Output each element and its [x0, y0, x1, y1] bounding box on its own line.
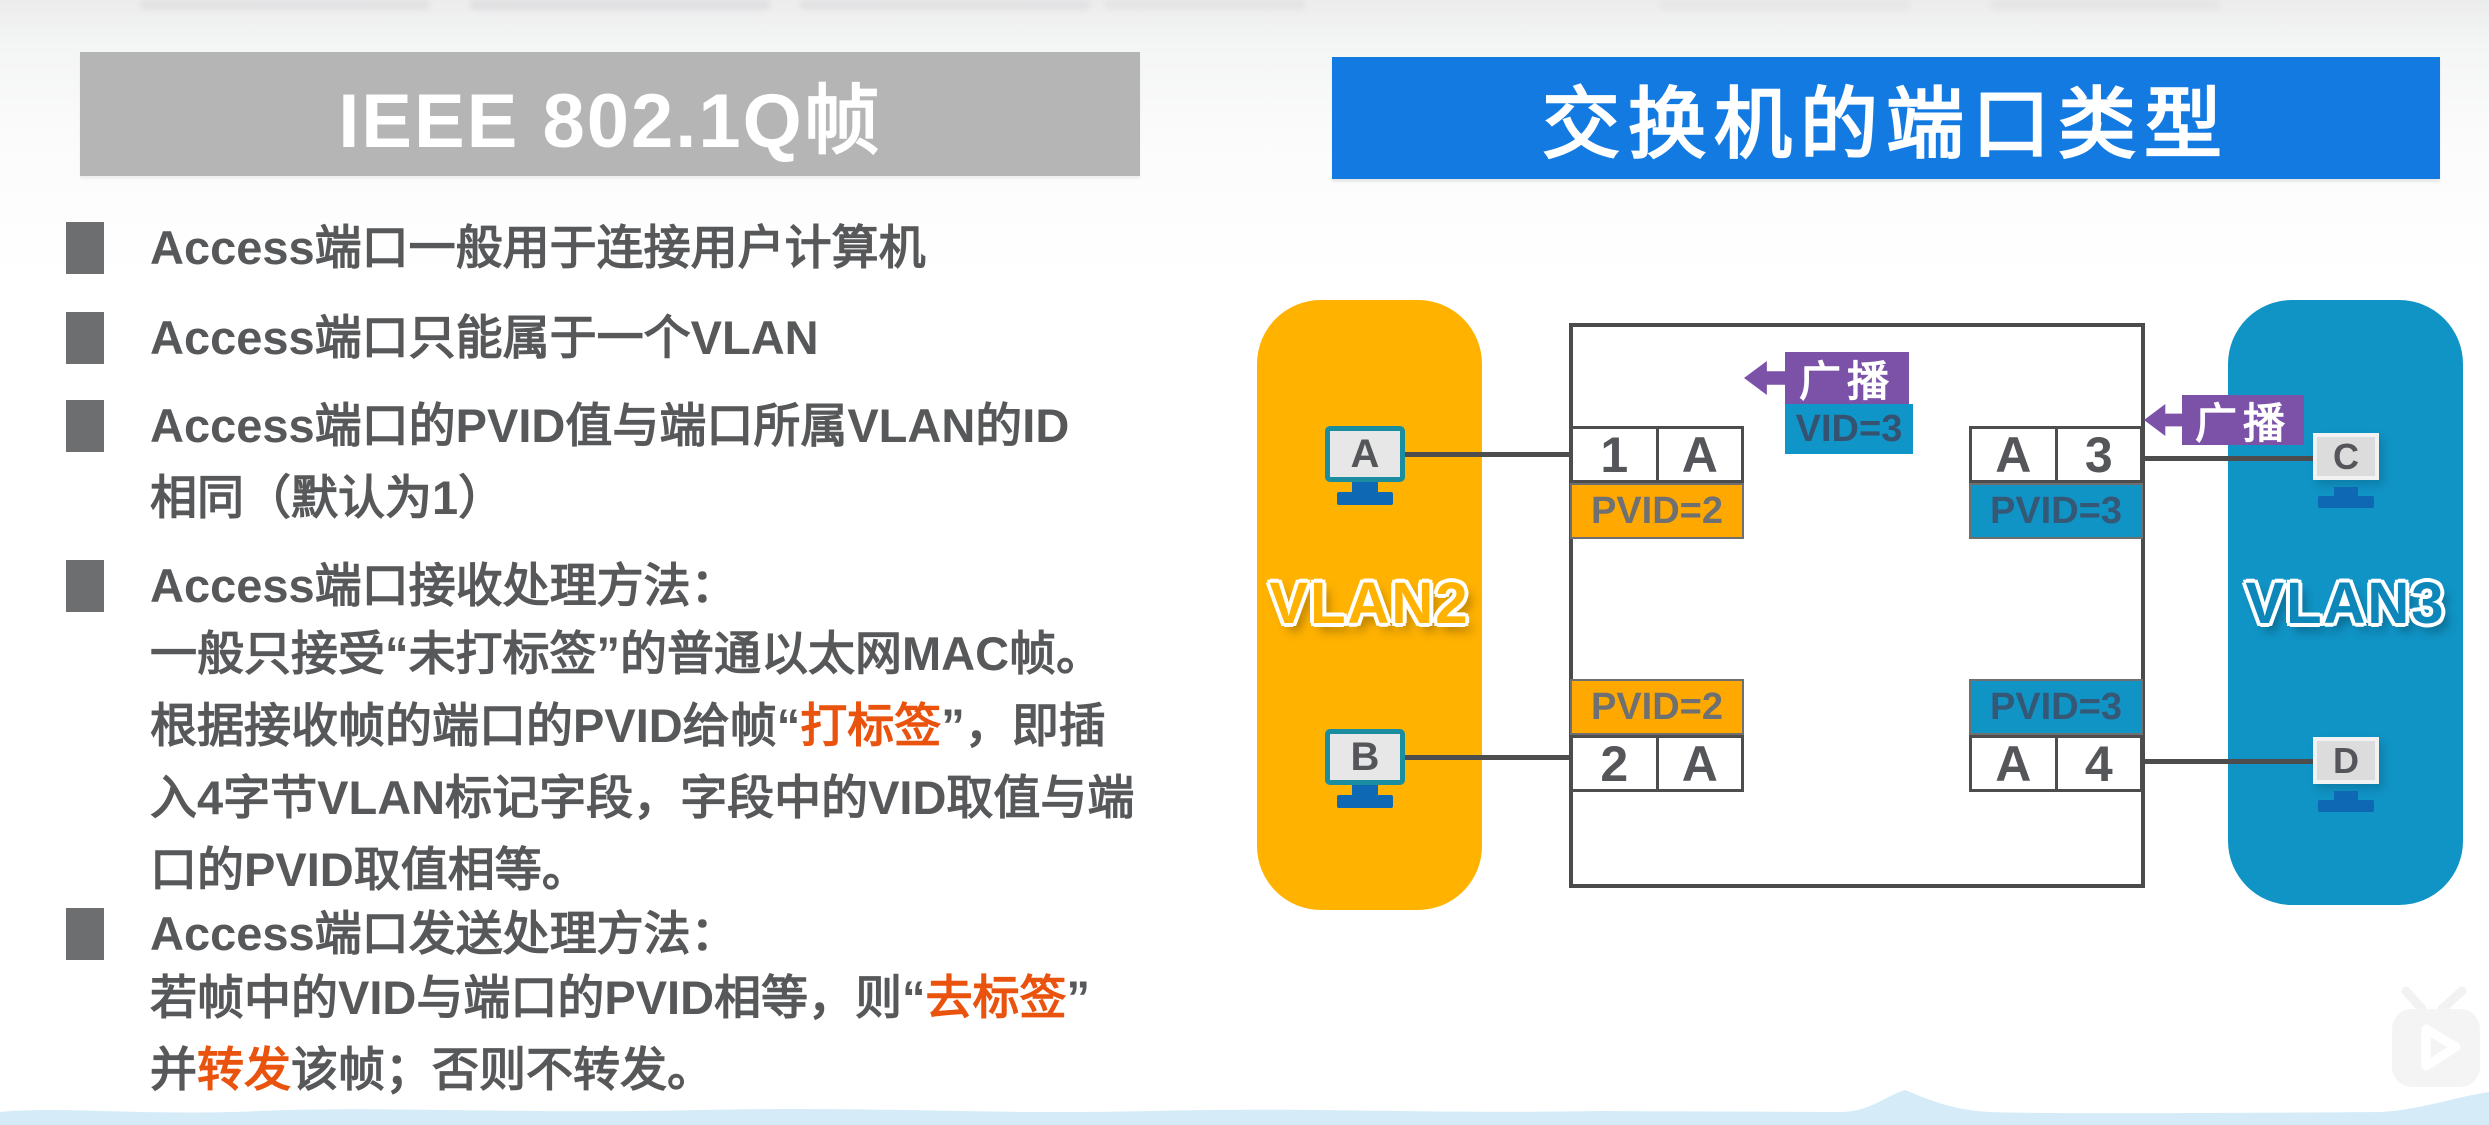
host-d-stand-base: [2318, 800, 2374, 812]
bullet-marker: [66, 222, 104, 274]
bullet-item: Access端口接收处理方法：: [150, 559, 738, 612]
port3-cells: A 3: [1969, 426, 2143, 483]
host-b-stand: [1352, 785, 1378, 795]
text-segment: 该帧；否则不转发。: [291, 1043, 714, 1096]
highlight-text: 打标签: [800, 699, 942, 752]
port4-mode: A: [1995, 735, 2032, 792]
vlan3-label: VLAN3: [2245, 571, 2446, 636]
bullet-marker: [66, 908, 104, 960]
vlan2-zone: [1257, 300, 1482, 910]
wire-host-d: [2143, 759, 2317, 764]
bullet-marker: [66, 560, 104, 612]
port2-mode: A: [1655, 736, 1742, 792]
paragraph-line: 根据接收帧的端口的PVID给帧“打标签”，即插: [150, 696, 1106, 756]
left-title: IEEE 802.1Q帧: [338, 79, 882, 164]
host-a-stand: [1352, 482, 1378, 492]
wire-host-c: [2143, 456, 2317, 461]
broadcast-left-arrow-icon: [2144, 404, 2185, 436]
vlan2-label: VLAN2: [1269, 571, 1470, 636]
highlight-text: 去标签: [925, 971, 1067, 1024]
bullet-marker: [66, 312, 104, 364]
port3-mode: A: [1995, 426, 2032, 483]
bullet-item: Access端口只能属于一个VLAN: [150, 311, 819, 364]
bullet-item-continued: 相同（默认为1）: [150, 471, 506, 524]
host-c-monitor-icon: C: [2313, 433, 2379, 480]
host-d-stand: [2334, 791, 2358, 800]
host-a-monitor-icon: A: [1325, 426, 1405, 482]
port1-pvid-tag: PVID=2: [1570, 483, 1744, 539]
port2-number: 2: [1600, 735, 1629, 792]
host-c-stand-base: [2318, 496, 2374, 508]
right-title-banner: 交换机的端口类型: [1332, 57, 2440, 179]
top-artifact-segment: [470, 0, 770, 10]
host-b-stand-base: [1337, 795, 1393, 808]
port1-number: 1: [1600, 426, 1629, 483]
bottom-wave-decoration: [0, 1090, 2489, 1125]
paragraph-line: 一般只接受“未打标签”的普通以太网MAC帧。: [150, 627, 1104, 680]
port3-number: 3: [2054, 427, 2141, 483]
top-artifact-segment: [1990, 0, 2220, 10]
top-artifact-segment: [800, 0, 1090, 10]
port2-cells: 2 A: [1570, 735, 1744, 792]
host-a-label: A: [1350, 431, 1380, 476]
host-d-monitor-icon: D: [2313, 737, 2379, 784]
vid-tag: VID=3: [1785, 404, 1913, 454]
wire-host-a: [1402, 452, 1572, 457]
top-artifact-segment: [1105, 0, 1305, 10]
port4-number: 4: [2054, 736, 2141, 792]
port2-pvid-tag: PVID=2: [1570, 679, 1744, 735]
text-segment: 根据接收帧的端口的PVID给帧“: [150, 699, 801, 752]
port1-cells: 1 A: [1570, 426, 1744, 483]
wire-host-b: [1402, 755, 1572, 760]
port3-pvid-tag: PVID=3: [1969, 483, 2143, 539]
top-artifact-segment: [1660, 0, 1910, 10]
paragraph-line: 口的PVID取值相等。: [150, 843, 589, 896]
bullet-marker: [66, 400, 104, 452]
host-b-monitor-icon: B: [1325, 729, 1405, 785]
port4-pvid-tag: PVID=3: [1969, 679, 2143, 735]
highlight-text: 转发: [197, 1043, 291, 1096]
text-segment: 若帧中的VID与端口的PVID相等，则“: [150, 971, 926, 1024]
bullet-item: Access端口发送处理方法：: [150, 907, 738, 960]
text-segment: ”，即插: [941, 699, 1106, 752]
paragraph-line: 若帧中的VID与端口的PVID相等，则“去标签”: [150, 968, 1090, 1028]
text-segment: ”: [1066, 971, 1091, 1024]
port4-cells: A 4: [1969, 735, 2143, 792]
host-d-label: D: [2333, 739, 2359, 781]
bullet-item: Access端口的PVID值与端口所属VLAN的ID: [150, 399, 1070, 452]
host-c-label: C: [2333, 435, 2359, 477]
top-artifact-segment: [140, 0, 430, 10]
host-a-stand-base: [1337, 492, 1393, 505]
tv-play-icon[interactable]: [2384, 985, 2488, 1093]
broadcast-top-label: 广播: [1785, 352, 1909, 405]
host-c-stand: [2334, 487, 2358, 496]
paragraph-line: 并转发该帧；否则不转发。: [150, 1040, 714, 1100]
host-b-label: B: [1350, 734, 1380, 779]
port1-mode: A: [1655, 427, 1742, 483]
broadcast-right-label: 广播: [2182, 395, 2304, 447]
right-title: 交换机的端口类型: [1541, 80, 2230, 168]
bullet-item: Access端口一般用于连接用户计算机: [150, 221, 926, 274]
text-segment: 并: [150, 1043, 197, 1096]
paragraph-line: 入4字节VLAN标记字段，字段中的VID取值与端: [150, 771, 1135, 824]
left-title-banner: IEEE 802.1Q帧: [80, 52, 1140, 176]
